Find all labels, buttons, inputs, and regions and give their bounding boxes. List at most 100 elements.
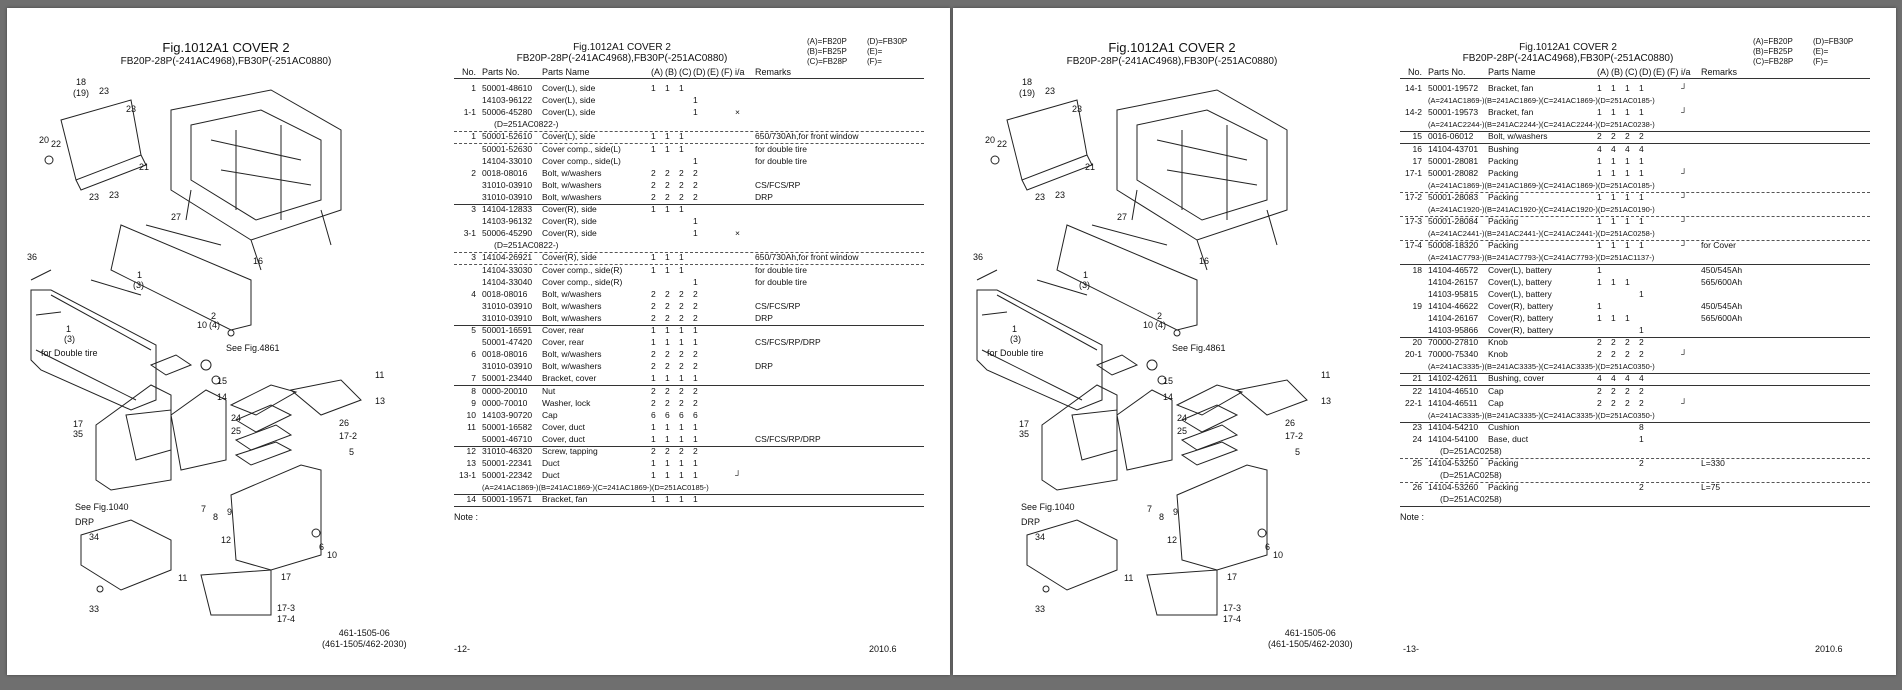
qty-c: 2 [679, 312, 684, 323]
callout: 16 [1199, 256, 1209, 266]
qty-c: 2 [679, 167, 684, 178]
part-number: 70000-27810 [1428, 337, 1479, 348]
remarks: for double tire [755, 276, 807, 287]
qty-d: 1 [693, 276, 698, 287]
part-number: 14104-46622 [1428, 300, 1479, 311]
part-index: 18 [1412, 264, 1422, 275]
part-name: Cover(L), battery [1488, 276, 1552, 287]
part-index: 11 [467, 421, 476, 432]
qty-b: 1 [665, 494, 670, 505]
part-number: 50006-45280 [482, 107, 533, 118]
part-number: 50001-28084 [1428, 216, 1479, 227]
callout: 20 [39, 135, 49, 145]
part-name: Cushion [1488, 421, 1520, 432]
callout: 20 [985, 135, 995, 145]
part-number: 50001-52610 [482, 131, 533, 142]
part-index: 25 [1412, 458, 1422, 469]
qty-a: 2 [651, 397, 656, 408]
callout: 10 [1143, 320, 1153, 330]
qty-a: 2 [651, 349, 656, 360]
callout: 35 [1019, 429, 1029, 439]
part-number: 50001-19572 [1428, 83, 1479, 93]
figure-title: Fig.1012A1 COVER 2 [1108, 40, 1236, 55]
part-index: 17-3 [1404, 216, 1422, 227]
qty-a: 1 [1597, 83, 1602, 93]
part-name: Bracket, cover [542, 373, 597, 384]
qty-c: 4 [1625, 373, 1630, 384]
part-number: 50001-19571 [482, 494, 533, 505]
qty-c: 2 [1625, 131, 1630, 142]
part-index: 3 [471, 252, 476, 263]
qty-b: 2 [665, 167, 670, 178]
part-name: Cover(R), battery [1488, 312, 1554, 323]
callout: (19) [73, 88, 89, 98]
part-number: 0000-20010 [482, 385, 528, 396]
table-title: Fig.1012A1 COVER 2 FB20P-28P(-241AC4968)… [1462, 42, 1674, 64]
part-name: Cover(L), side [542, 95, 596, 106]
part-index: 14 [466, 494, 476, 505]
qty-d: 2 [1639, 482, 1644, 493]
qty-c: 1 [679, 337, 684, 348]
callout: DRP [75, 517, 94, 527]
qty-a: 2 [651, 179, 656, 190]
callout: See Fig.1040 [75, 502, 129, 512]
callout: 23 [99, 86, 109, 96]
part-name: Bolt, w/washers [1488, 131, 1548, 142]
qty-b: 1 [665, 470, 670, 481]
callout: 36 [973, 252, 983, 262]
qty-b: 1 [1611, 83, 1616, 93]
qty-a: 4 [1597, 143, 1602, 154]
callout: 17-4 [277, 614, 295, 624]
part-name: Bolt, w/washers [542, 167, 602, 178]
part-number: 31010-03910 [482, 179, 533, 190]
qty-a: 1 [1597, 312, 1602, 323]
callout: 10 [1273, 550, 1283, 560]
qty-c: 1 [1625, 216, 1630, 227]
qty-c: 1 [679, 252, 684, 263]
qty-d: 2 [693, 167, 698, 178]
part-name: Cover(R), battery [1488, 300, 1554, 311]
part-name: Nut [542, 385, 556, 396]
qty-c: 1 [679, 143, 684, 154]
part-number: (A=241AC2441-)(B=241AC2441-)(C=241AC2441… [1428, 229, 1655, 239]
part-number: 14104-46572 [1428, 264, 1479, 275]
model-legend: (A)=FB20P(D)=FB30P (B)=FB25P(E)= (C)=FB2… [807, 37, 908, 66]
part-name: Bracket, fan [1488, 107, 1534, 118]
qty-a: 1 [651, 252, 656, 263]
qty-a: 2 [1597, 131, 1602, 142]
callout: for Double tire [987, 348, 1044, 358]
qty-a: 1 [651, 143, 656, 154]
qty-c: 2 [679, 191, 684, 202]
qty-c: 2 [679, 361, 684, 372]
callout: 10 [197, 320, 207, 330]
qty-c: 1 [1625, 276, 1630, 287]
qty-b: 2 [665, 397, 670, 408]
part-name: Cap [542, 409, 558, 420]
callout: 36 [27, 252, 37, 262]
part-index: 20-1 [1404, 349, 1422, 360]
callout: 33 [1035, 604, 1045, 614]
qty-c: 1 [679, 373, 684, 384]
part-name: Cover, duct [542, 421, 585, 432]
exploded-parts-drawing: 18 (19) 23 23 20 22 21 23 23 27 36 16 1 … [973, 77, 1331, 624]
part-index: 23 [1412, 421, 1422, 432]
part-name: Packing [1488, 167, 1519, 178]
part-number: 31010-03910 [482, 300, 533, 311]
qty-b: 2 [1611, 385, 1616, 396]
part-name: Cover, rear [542, 337, 585, 348]
qty-b: 1 [665, 264, 670, 275]
callout: (4) [1155, 320, 1166, 330]
interchangeability-mark: ┘ [1681, 240, 1688, 251]
qty-b: 2 [1611, 397, 1616, 408]
qty-b: 2 [665, 179, 670, 190]
